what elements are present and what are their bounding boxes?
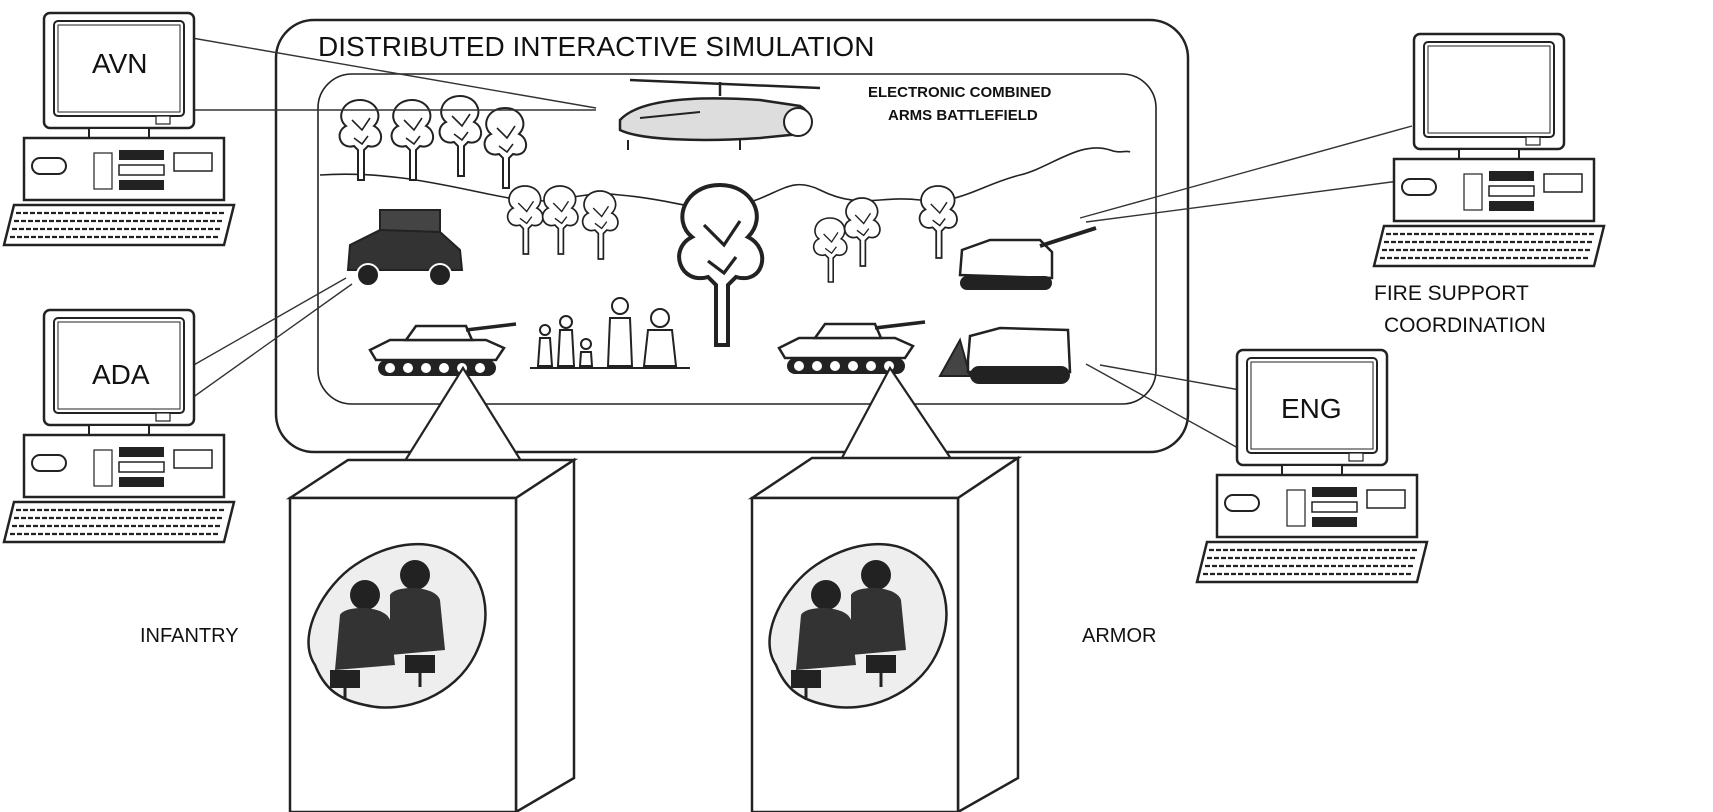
battlefield-label-line1: ELECTRONIC COMBINED <box>868 84 1052 101</box>
soldier-icon <box>530 297 690 369</box>
ifv-icon <box>777 320 927 376</box>
computer-icon <box>1195 348 1429 584</box>
diagram-title: DISTRIBUTED INTERACTIVE SIMULATION <box>318 31 874 62</box>
bulldozer-icon <box>938 326 1072 384</box>
connection-lines <box>191 37 1423 449</box>
tank-icon <box>368 322 518 378</box>
computer-icon <box>1372 32 1606 268</box>
avn-screen-label: AVN <box>92 48 148 79</box>
computer-icon <box>2 308 236 544</box>
humvee-icon <box>346 209 464 287</box>
infantry-simulator <box>285 457 579 812</box>
fire-support-label-line1: FIRE SUPPORT <box>1374 282 1529 305</box>
dis-boundary <box>274 18 1190 454</box>
armor-label: ARMOR <box>1082 625 1156 647</box>
fire-support-label-line2: COORDINATION <box>1384 314 1546 337</box>
battlefield-label-line2: ARMS BATTLEFIELD <box>888 107 1038 124</box>
armor-simulator <box>747 455 1023 812</box>
workstation-eng: ENG <box>1195 348 1429 584</box>
ada-screen-label: ADA <box>92 359 150 390</box>
helicopter-icon <box>618 78 821 150</box>
workstation-fire-support <box>1372 32 1606 268</box>
eng-screen-label: ENG <box>1281 393 1342 424</box>
infantry-label: INFANTRY <box>140 625 239 647</box>
workstation-ada: ADA <box>2 308 236 544</box>
battlefield-boundary <box>317 73 1157 405</box>
howitzer-icon <box>958 226 1097 290</box>
workstation-avn: AVN <box>2 11 236 247</box>
